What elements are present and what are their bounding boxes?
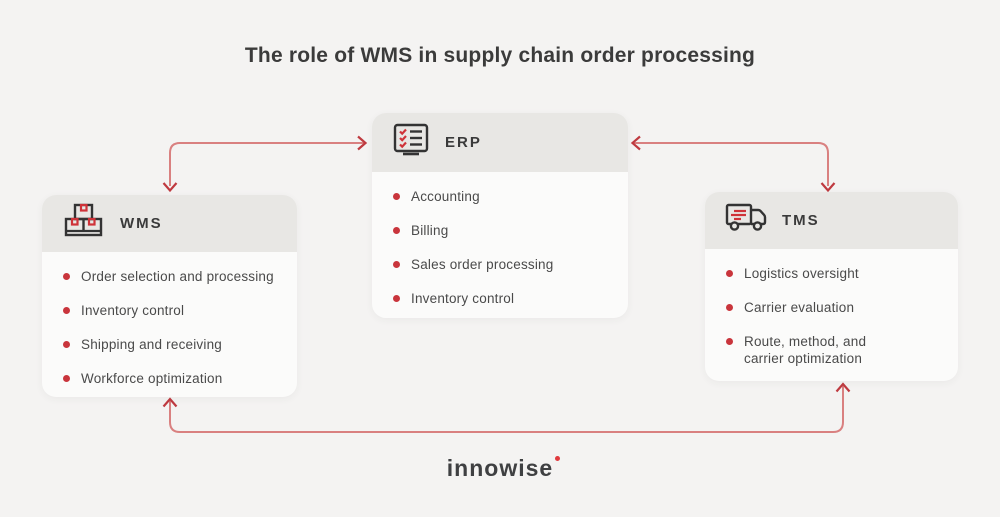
list-item: Billing	[393, 213, 618, 247]
list-item: Carrier evaluation	[726, 290, 948, 324]
list-item: Order selection and processing	[63, 259, 287, 293]
list-item: Sales order processing	[393, 247, 618, 281]
bullet-icon	[63, 272, 70, 280]
wms-card-header: WMS	[42, 195, 297, 252]
erp-card-label: ERP	[445, 134, 482, 151]
logo-text: innowise	[446, 455, 554, 481]
bullet-icon	[63, 340, 70, 348]
warehouse-boxes-icon	[61, 200, 106, 247]
innowise-logo: innowise	[0, 455, 1000, 482]
list-item: Logistics oversight	[726, 256, 948, 290]
bullet-icon	[63, 306, 70, 314]
arrow-erp-tms	[630, 135, 836, 193]
list-item: Route, method, and carrier optimization	[726, 324, 948, 375]
erp-card-header: ERP	[372, 113, 628, 172]
bullet-icon	[393, 294, 400, 302]
bullet-icon	[393, 192, 400, 200]
bullet-icon	[63, 374, 70, 382]
bullet-icon	[726, 337, 733, 345]
list-item: Inventory control	[393, 281, 618, 315]
tms-card-label: TMS	[782, 212, 820, 229]
bullet-icon	[393, 260, 400, 268]
bullet-icon	[726, 269, 733, 277]
erp-card: ERP Accounting Billing Sales order proce…	[372, 113, 628, 318]
arrow-wms-erp	[162, 135, 368, 193]
tms-card: TMS Logistics oversight Carrier evaluati…	[705, 192, 958, 381]
tms-card-header: TMS	[705, 192, 958, 249]
list-item: Shipping and receiving	[63, 327, 287, 361]
delivery-truck-icon	[724, 200, 768, 241]
list-item: Accounting	[393, 179, 618, 213]
erp-item-list: Accounting Billing Sales order processin…	[372, 172, 628, 315]
wms-item-list: Order selection and processing Inventory…	[42, 252, 297, 395]
list-item: Inventory control	[63, 293, 287, 327]
logo-dot-icon	[555, 456, 561, 461]
bullet-icon	[726, 303, 733, 311]
wms-card-label: WMS	[120, 215, 163, 232]
list-item: Workforce optimization	[63, 361, 287, 395]
diagram-title: The role of WMS in supply chain order pr…	[244, 44, 756, 67]
wms-card: WMS Order selection and processing Inven…	[42, 195, 297, 397]
bullet-icon	[393, 226, 400, 234]
checklist-monitor-icon	[391, 121, 431, 164]
tms-item-list: Logistics oversight Carrier evaluation R…	[705, 249, 958, 375]
